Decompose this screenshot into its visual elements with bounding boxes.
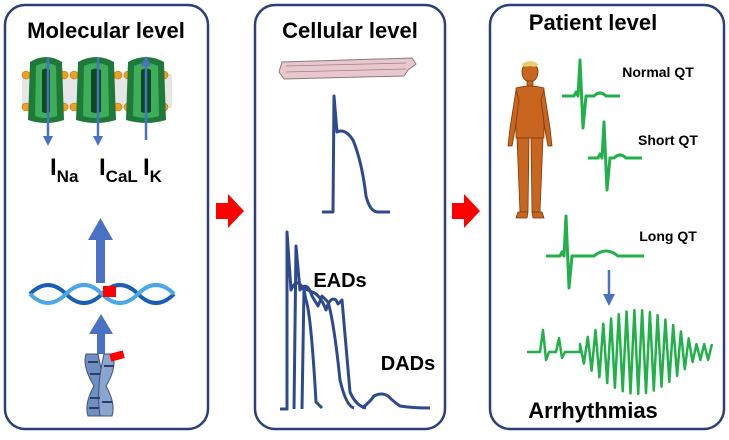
- ecg-short-qt-trace: [588, 120, 642, 192]
- chromosome-icon: [84, 350, 125, 417]
- normal-action-potential-trace: [322, 94, 390, 214]
- flow-arrow-molecular-to-cellular: [216, 194, 244, 228]
- short-qt-label: Short QT: [638, 132, 698, 148]
- ion-channel-cal: [76, 57, 116, 123]
- flow-arrow-cellular-to-patient: [452, 194, 480, 228]
- ead-action-potential-traces: [280, 230, 367, 411]
- current-label-ik: IK: [143, 154, 163, 186]
- dads-label: DADs: [381, 353, 435, 375]
- dna-to-protein-arrow: [88, 218, 113, 283]
- chromosome-to-dna-arrow: [89, 314, 113, 354]
- molecular-panel: Molecular level: [3, 3, 210, 431]
- patient-body-icon: [507, 61, 553, 219]
- cardiomyocyte-icon: [278, 57, 417, 80]
- arrhythmias-label: Arrhythmias: [528, 398, 658, 423]
- chromosome-mutation-marker: [109, 350, 125, 362]
- ecg-long-qt-trace: [546, 214, 644, 290]
- dad-trace: [361, 392, 431, 410]
- current-label-ina: INa: [50, 154, 79, 186]
- normal-qt-label: Normal QT: [622, 64, 694, 80]
- cellular-panel-title: Cellular level: [282, 18, 418, 43]
- long-qt-label: Long QT: [639, 228, 697, 244]
- molecular-panel-title: Molecular level: [27, 18, 185, 43]
- patient-panel-title: Patient level: [529, 10, 657, 35]
- ecg-normal-qt-trace: [562, 58, 620, 130]
- ion-channel-na: [28, 57, 64, 123]
- patient-panel: Patient level Normal QT Short QT Long QT: [488, 3, 726, 431]
- current-label-ical: ICaL: [99, 154, 138, 186]
- ion-channel-membrane: [21, 56, 172, 146]
- dna-mutation-marker: [103, 286, 116, 297]
- eads-label: EADs: [313, 270, 366, 292]
- dna-helix: [28, 283, 176, 305]
- cellular-panel: Cellular level EADs DADs: [253, 3, 447, 431]
- long-qt-to-arrhythmia-arrow: [603, 270, 615, 306]
- ion-flux-arrows: [43, 56, 151, 146]
- ecg-arrhythmia-trace: [527, 308, 714, 396]
